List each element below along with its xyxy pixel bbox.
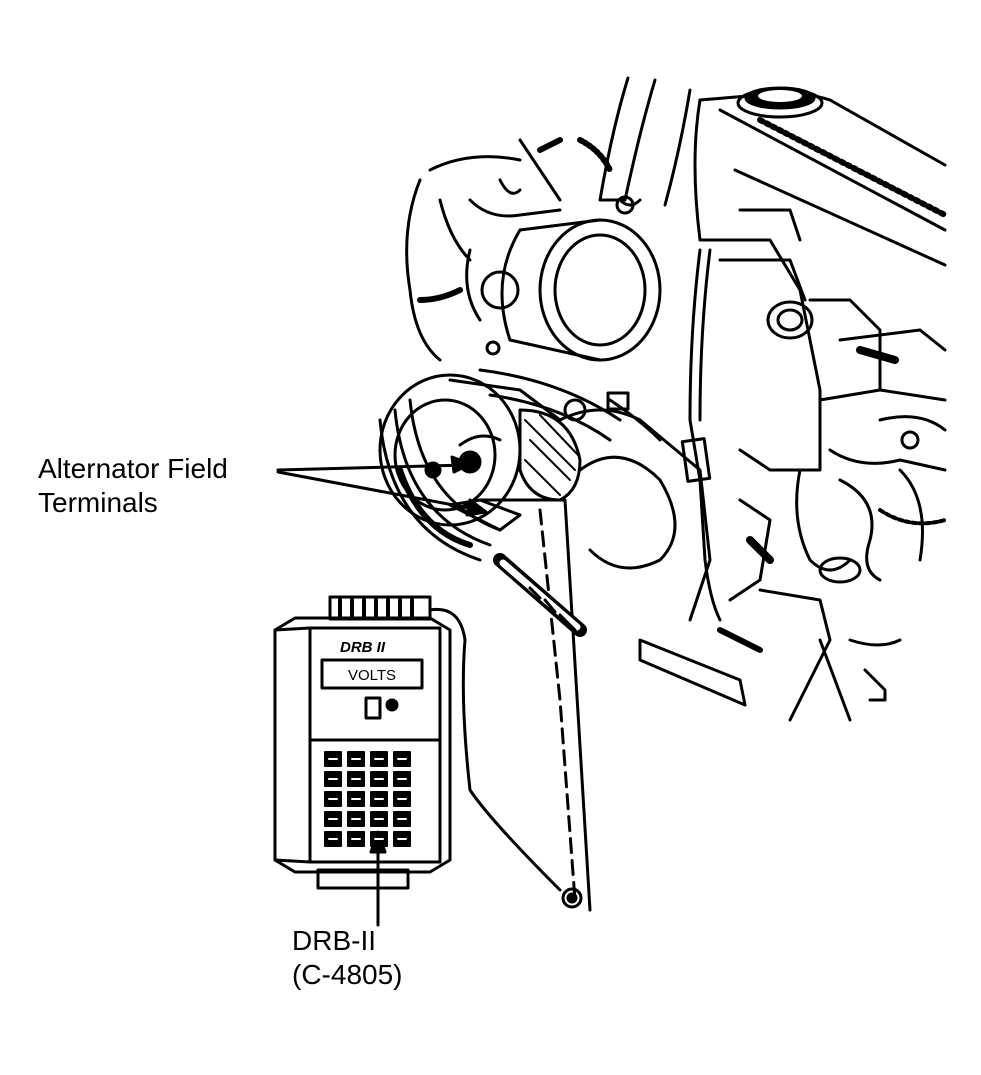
engine-block	[558, 76, 948, 722]
leader-arrowhead-lower	[465, 498, 488, 517]
callout-leaders	[276, 455, 488, 927]
alternator-label-line-1: Alternator Field	[38, 453, 228, 484]
tester-brand: DRB II	[340, 639, 386, 656]
drb-label-line-1: DRB-II	[292, 925, 376, 956]
lower-hoses	[606, 248, 947, 707]
keypad	[324, 751, 411, 847]
leader-line-field-terminal-lower	[276, 470, 482, 512]
drb-label-line-2: (C-4805)	[292, 959, 403, 990]
drb-ii-tester	[273, 595, 452, 890]
tester-display-text: VOLTS	[348, 667, 396, 684]
leader-line-field-terminal-upper	[276, 463, 467, 472]
probe-leads	[428, 498, 592, 912]
alternator-field-terminals-label: Alternator Field Terminals	[38, 452, 228, 520]
alternator-label-line-2: Terminals	[38, 487, 158, 518]
alternator	[378, 340, 622, 562]
distributor-assembly	[405, 137, 662, 362]
leader-arrowhead-upper	[450, 455, 472, 474]
drb-ii-tool-label: DRB-II (C-4805)	[292, 924, 402, 992]
